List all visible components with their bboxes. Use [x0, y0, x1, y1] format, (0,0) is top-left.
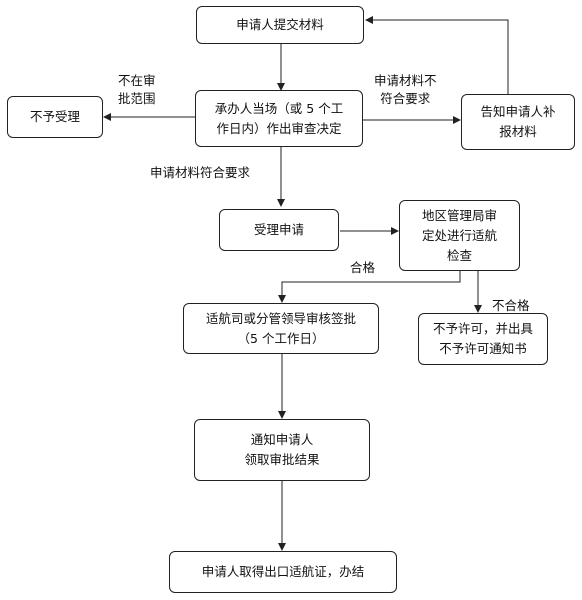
- node-accept-application: 受理申请: [219, 209, 339, 251]
- label-fail: 不合格: [492, 298, 530, 313]
- node-final-certificate: 申请人取得出口适航证，办结: [169, 551, 397, 593]
- node-submit-materials: 申请人提交材料: [196, 6, 364, 44]
- node-deny-permit: 不予许可，并出具 不予许可通知书: [418, 313, 548, 365]
- label-materials-not-meet: 申请材料不 符合要求: [374, 73, 437, 106]
- node-review-decision: 承办人当场（或 5 个工 作日内）作出审查决定: [195, 90, 363, 147]
- node-airworthiness-inspection: 地区管理局审 定处进行适航 检查: [399, 200, 520, 271]
- label-pass: 合格: [350, 260, 376, 275]
- label-out-of-scope: 不在审 批范围: [118, 73, 156, 106]
- node-notify-result: 通知申请人 领取审批结果: [194, 419, 370, 481]
- node-notify-supplement: 告知申请人补 报材料: [461, 94, 575, 150]
- node-approval-signoff: 适航司或分管领导审核签批 （5 个工作日）: [183, 303, 379, 354]
- arrow-supplement-to-submit: [365, 16, 509, 94]
- arrow-inspect-to-approve: [278, 271, 461, 303]
- label-materials-meet: 申请材料符合要求: [150, 165, 251, 180]
- node-not-accepted: 不予受理: [7, 96, 103, 138]
